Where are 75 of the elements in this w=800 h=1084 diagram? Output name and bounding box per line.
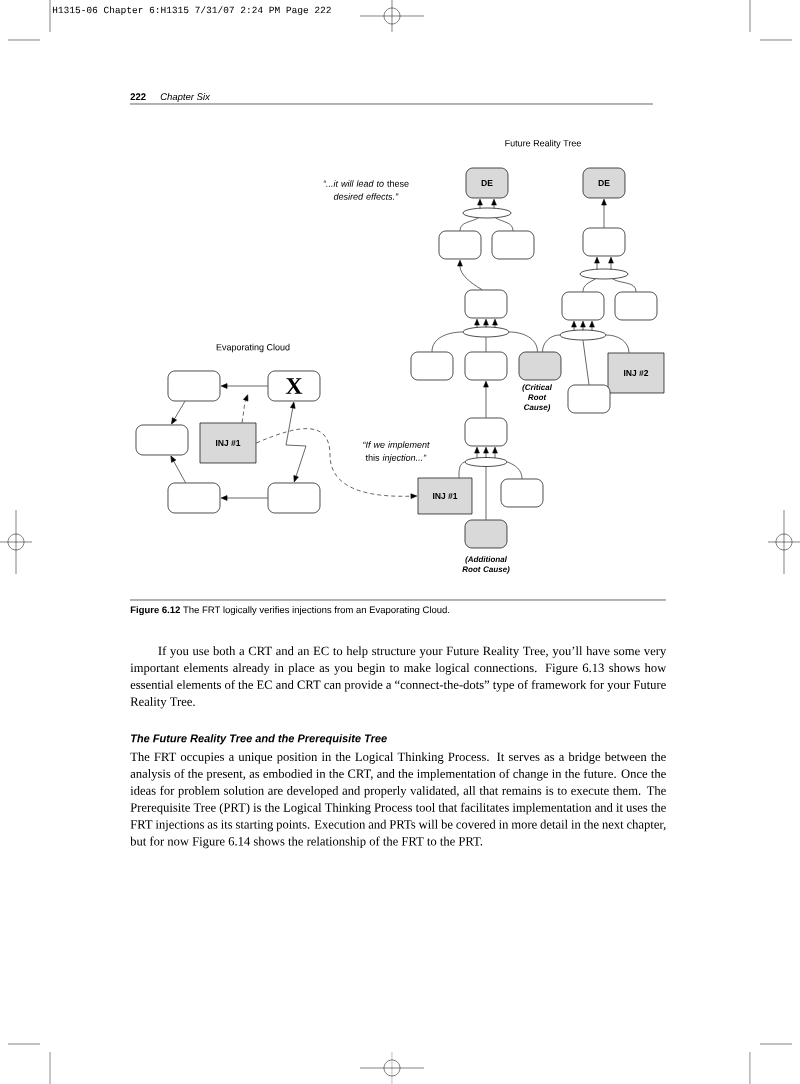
arrow	[285, 401, 307, 483]
empty-box	[500, 478, 544, 508]
empty-box	[491, 230, 535, 260]
injection-box: INJ #1	[199, 422, 257, 464]
and-ellipse	[462, 326, 510, 338]
empty-box	[438, 230, 482, 260]
connector-line	[542, 334, 560, 352]
print-slug: H1315-06 Chapter 6:H1315 7/31/07 2:24 PM Page 222	[52, 6, 331, 16]
arrow	[601, 198, 607, 228]
dashed-arrow	[256, 428, 418, 499]
connector-line	[495, 217, 514, 231]
arrow	[220, 495, 268, 501]
arrow	[580, 320, 586, 331]
arrow	[483, 446, 489, 459]
empty-box	[464, 289, 508, 319]
empty-box	[464, 351, 508, 381]
body-paragraph: If you use both a CRT and an EC to help structure your Future Reality Tree, you’ll have some very important elements already in place as you begin to make logical connections. Figure 6.13 shows how essential elements of the EC and CRT can provide a “connect-the-dots” type of framework for your Future Reality Tree.	[130, 646, 667, 709]
diagram-label: Future Reality Tree	[505, 139, 581, 149]
arrow	[492, 318, 498, 328]
injection-box: INJ #2	[607, 352, 665, 394]
empty-box	[267, 482, 321, 514]
connector-line	[485, 466, 487, 520]
running-header: Chapter Six	[160, 93, 211, 102]
arrow	[474, 318, 480, 328]
node-caption: (Additional Root Cause)	[462, 556, 510, 574]
connector-line	[458, 461, 465, 478]
figure-caption: Figure 6.12 The FRT logically verifies injections from an Evaporating Cloud.	[130, 606, 450, 616]
dashed-arrow	[241, 394, 249, 423]
empty-box	[410, 351, 454, 381]
empty-box	[582, 227, 626, 257]
diagram-label: Evaporating Cloud	[216, 343, 290, 353]
empty-box	[567, 384, 611, 414]
arrow	[457, 259, 483, 290]
empty-box	[561, 291, 605, 321]
body-paragraph: The FRT occupies a unique position in the Logical Thinking Process. It serves as a bridge between the analysis of the present, as embodied in the CRT, and the implementation of change in the future. Once the ideas for problem solution are developed and properly validated, all that remains is to execute them. The Prerequisite Tree (PRT) is the Logical Thinking Process tool that facilitates implementation and it uses the FRT injections as its starting points. Execution and PRTs will be covered in more detail in the next chapter, but for now Figure 6.14 shows the relationship of the FRT to the PRT.	[130, 752, 666, 849]
arrow	[220, 383, 268, 389]
connector-line	[606, 334, 630, 353]
empty-box	[464, 417, 508, 447]
quote-text: “...it will lead to these desired effects.”	[323, 180, 409, 200]
arrow	[492, 446, 498, 459]
and-ellipse	[559, 329, 607, 341]
injection-box: INJ #1	[417, 477, 473, 515]
arrow	[483, 318, 489, 328]
quote-text: “If we implement this injection...”	[363, 441, 430, 463]
arrow	[474, 446, 480, 459]
effect-box: DE	[465, 167, 509, 199]
node-caption: (Critical Root Cause)	[522, 384, 552, 412]
and-ellipse	[579, 268, 629, 280]
connector-line	[459, 217, 479, 231]
connector-line	[509, 331, 538, 352]
connector-line	[485, 337, 487, 352]
and-ellipse	[462, 207, 512, 219]
arrow	[483, 380, 489, 418]
connector-line	[612, 278, 637, 292]
effect-box: DE	[582, 167, 626, 199]
arrow	[571, 320, 577, 331]
page-number: 222	[130, 93, 146, 100]
arrow	[608, 256, 614, 270]
empty-box	[167, 482, 221, 514]
empty-box	[167, 370, 221, 402]
connector-line	[582, 278, 596, 292]
connector-line	[507, 461, 523, 479]
arrow	[491, 198, 497, 209]
arrow	[594, 256, 600, 270]
section-heading: The Future Reality Tree and the Prerequisite Tree	[131, 734, 387, 745]
arrow	[170, 455, 186, 483]
connector-line	[431, 331, 463, 352]
arrow	[477, 198, 483, 209]
empty-box	[135, 424, 189, 456]
arrow	[589, 320, 595, 331]
and-ellipse	[464, 457, 508, 467]
connector-line	[582, 340, 590, 385]
empty-box	[614, 291, 658, 321]
arrow	[171, 401, 186, 425]
rounded-box: X	[267, 370, 321, 402]
